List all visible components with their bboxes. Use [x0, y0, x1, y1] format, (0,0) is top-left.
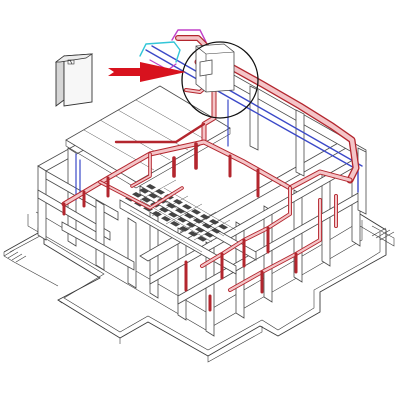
seating-cell	[166, 203, 176, 209]
seating-cell	[168, 212, 178, 218]
seating-cell	[152, 211, 162, 217]
seating-cell	[209, 219, 219, 225]
seating-cell	[148, 193, 158, 199]
seating-cell	[161, 216, 171, 222]
seating-cell	[218, 224, 228, 230]
seating-cell	[186, 222, 196, 228]
seating-cell	[182, 204, 192, 210]
seating-cell	[179, 226, 189, 232]
pointer-arrow-icon	[108, 62, 186, 82]
seating-cell	[173, 199, 183, 205]
seating-cell	[141, 197, 151, 203]
seating-cell	[177, 217, 187, 223]
seating-cell	[211, 228, 221, 234]
seating-cell	[170, 221, 180, 227]
hvac-unit-icon	[54, 53, 94, 107]
seating-cell	[188, 231, 198, 237]
seating-cell	[193, 218, 203, 224]
seating-cell	[146, 184, 156, 190]
supply-ducts	[61, 35, 360, 312]
callout-circle-icon	[181, 41, 259, 119]
seating-cell	[191, 209, 201, 215]
seating-cell	[139, 188, 149, 194]
seating-cell	[159, 207, 169, 213]
seating-cell	[184, 213, 194, 219]
return-ducts	[75, 45, 363, 201]
rooftop-unit-block	[195, 43, 235, 93]
seating-cell	[155, 189, 165, 195]
seating-cell	[197, 236, 207, 242]
seating-cell	[202, 223, 212, 229]
seating-cell	[204, 232, 214, 238]
seating-cell	[132, 192, 142, 198]
seating-cell	[175, 208, 185, 214]
seating-cell	[200, 214, 210, 220]
seating-cell	[195, 227, 205, 233]
stair-hatch	[3, 227, 395, 263]
